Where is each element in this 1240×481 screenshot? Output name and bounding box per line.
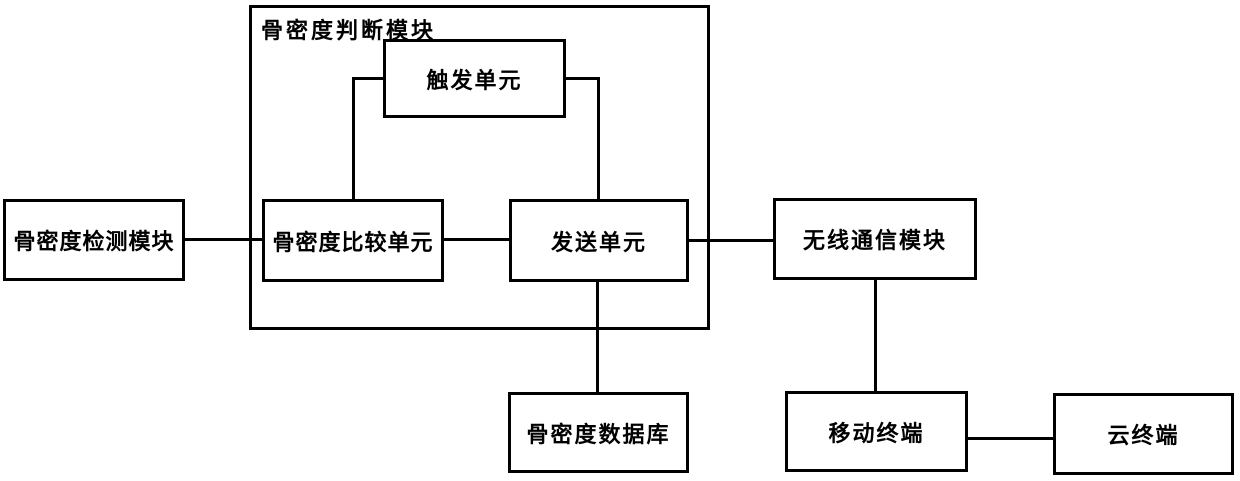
connector-comparison-to-sending xyxy=(444,238,509,241)
node-cloud-terminal: 云终端 xyxy=(1053,393,1234,475)
connector-trigger-to-comparison-vertical xyxy=(352,77,355,199)
node-mobile-terminal: 移动终端 xyxy=(785,391,968,472)
node-comparison-unit: 骨密度比较单元 xyxy=(262,199,444,282)
node-sending-unit: 发送单元 xyxy=(509,199,689,282)
node-trigger-unit: 触发单元 xyxy=(383,39,566,118)
connector-detection-to-comparison xyxy=(185,238,262,241)
connector-wireless-to-mobile xyxy=(874,280,877,391)
connector-trigger-to-comparison-horizontal xyxy=(352,77,383,80)
node-wireless-communication-module: 无线通信模块 xyxy=(773,198,977,280)
connector-trigger-to-sending-horizontal xyxy=(566,77,599,80)
node-bone-density-database: 骨密度数据库 xyxy=(508,392,689,473)
node-detection-module: 骨密度检测模块 xyxy=(3,199,185,281)
connector-mobile-to-cloud xyxy=(968,437,1053,440)
connector-sending-to-database xyxy=(596,282,599,392)
judgment-module-container-box xyxy=(249,5,710,330)
connector-trigger-to-sending-vertical xyxy=(597,77,600,199)
connector-sending-to-wireless xyxy=(689,239,773,242)
